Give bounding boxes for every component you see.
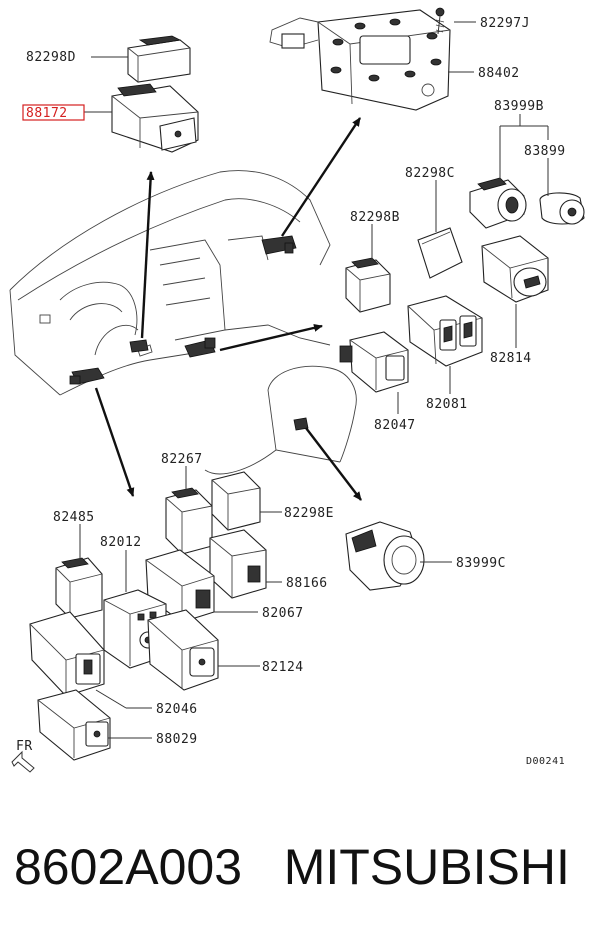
label-82485: 82485 (53, 510, 95, 525)
label-88402: 88402 (478, 66, 520, 81)
label-83999c: 83999C (456, 556, 506, 571)
part-83999b (469, 177, 527, 229)
part-82814 (481, 235, 549, 303)
label-82067: 82067 (262, 606, 304, 621)
label-82298d: 82298D (26, 50, 76, 65)
label-82124: 82124 (262, 660, 304, 675)
dash-socket-mount (293, 417, 309, 431)
part-labels: 82298D 88172 82297J 88402 83999B 83899 8… (16, 16, 566, 767)
label-82047: 82047 (374, 418, 416, 433)
part-82046 (29, 611, 105, 697)
dash-display-mount (261, 235, 297, 255)
label-82046: 82046 (156, 702, 198, 717)
label-fr: FR (16, 739, 33, 754)
dashboard-outline (9, 170, 357, 475)
part-88172 (111, 83, 199, 153)
label-82298c: 82298C (405, 166, 455, 181)
dash-switch-left (69, 367, 105, 385)
pointer-arrows (94, 117, 362, 501)
parts-diagram: 82298D 88172 82297J 88402 83999B 83899 8… (9, 7, 585, 773)
caption: 8602A003 MITSUBISHI (14, 832, 590, 902)
label-88166: 88166 (286, 576, 328, 591)
label-88029: 88029 (156, 732, 198, 747)
part-83899 (539, 192, 585, 225)
part-82267 (165, 487, 213, 555)
part-82485 (55, 557, 103, 619)
part-82298d (127, 35, 191, 83)
part-82124 (147, 609, 219, 691)
part-88402 (269, 9, 451, 111)
part-83999c (345, 521, 425, 591)
diagram-code: D00241 (526, 756, 565, 767)
label-82267: 82267 (161, 452, 203, 467)
part-82298e (211, 471, 261, 531)
leader-lines (79, 21, 549, 739)
label-82012: 82012 (100, 535, 142, 550)
part-82081 (407, 295, 483, 367)
part-82298b (345, 257, 391, 313)
label-82081: 82081 (426, 397, 468, 412)
caption-part-number: 8602A003 (14, 839, 243, 895)
part-88166 (209, 529, 267, 599)
dash-switch-small (129, 339, 149, 353)
label-82814: 82814 (490, 351, 532, 366)
label-83999b: 83999B (494, 99, 544, 114)
part-88029 (37, 689, 111, 761)
part-82297j (435, 7, 445, 35)
label-82298e: 82298E (284, 506, 334, 521)
label-82297j: 82297J (480, 16, 530, 31)
caption-brand: MITSUBISHI (283, 839, 570, 895)
highlight-box-88172 (22, 104, 85, 121)
label-82298b: 82298B (350, 210, 400, 225)
label-83899: 83899 (524, 144, 566, 159)
dash-switch-center (184, 337, 216, 358)
part-82047 (339, 331, 409, 393)
part-82298c (417, 227, 463, 279)
fr-direction-arrow (11, 750, 35, 773)
label-88172: 88172 (26, 106, 68, 121)
